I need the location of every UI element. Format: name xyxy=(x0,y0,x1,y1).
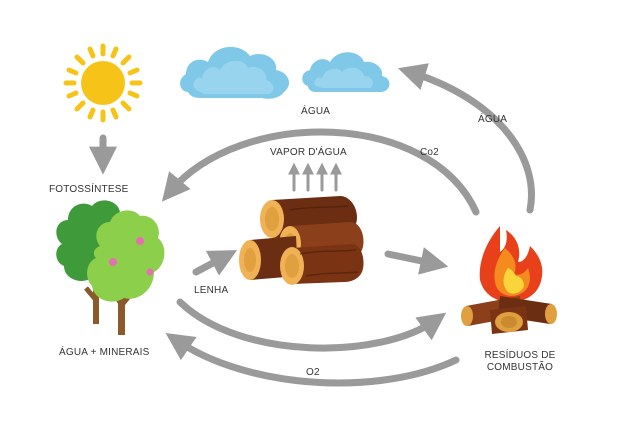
water-right-label: ÁGUA xyxy=(478,114,508,125)
firewood-label: LENHA xyxy=(194,285,229,296)
combustion-waste-label: RESÍDUOS DE COMBUSTÃO xyxy=(470,350,570,374)
co2-label: Co2 xyxy=(420,147,439,158)
o2-label: O2 xyxy=(306,367,320,378)
photosynthesis-label: FOTOSSÍNTESE xyxy=(49,184,129,195)
co2-arrow xyxy=(161,128,480,216)
water-minerals-label: ÁGUA + MINERAIS xyxy=(59,347,150,358)
logs-icon xyxy=(239,196,364,285)
campfire-icon xyxy=(461,226,557,334)
logs-to-fire-arrow xyxy=(384,247,449,275)
cloud-icon xyxy=(180,46,390,99)
water-top-label: ÁGUA xyxy=(301,106,331,117)
combustion-label-line1: RESÍDUOS DE xyxy=(484,350,556,361)
vapor-arrows xyxy=(288,162,342,192)
cycle-arrows xyxy=(89,63,535,387)
water-right-arrow xyxy=(397,63,535,214)
o2-arrow xyxy=(165,332,460,387)
firewood-arrow xyxy=(192,250,238,276)
combustion-label-line2: COMBUSTÃO xyxy=(486,362,554,373)
sun-icon xyxy=(63,43,143,123)
trees-icon xyxy=(56,200,165,335)
trees-to-fire-arrow xyxy=(176,298,447,352)
water-vapor-label: VAPOR D'ÁGUA xyxy=(270,147,347,158)
